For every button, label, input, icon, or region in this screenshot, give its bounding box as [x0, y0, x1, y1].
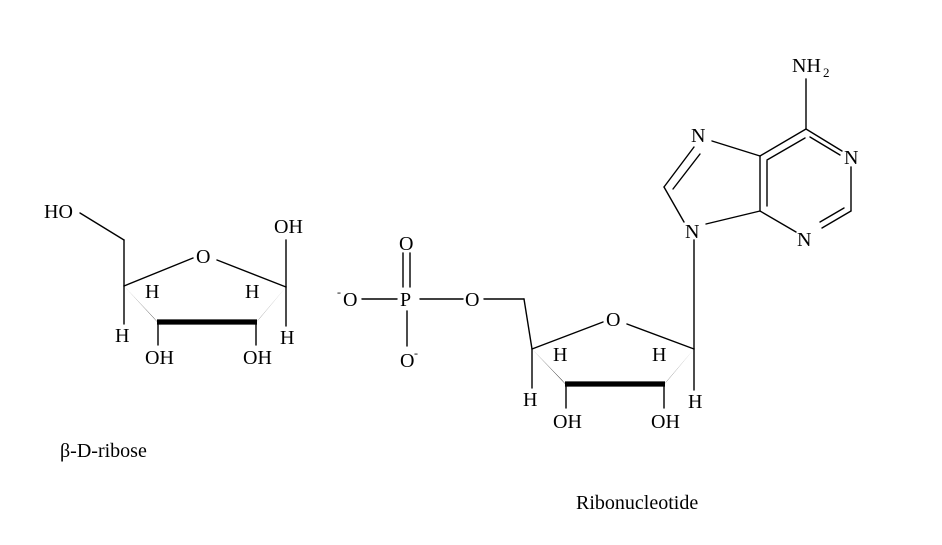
- sugar-oh-c3-label: OH: [553, 411, 582, 433]
- base-bond-c5-n7: [711, 140, 761, 157]
- phosphate-o-left-charge: -: [337, 285, 341, 299]
- base-n7-label: N: [691, 125, 705, 147]
- nucleotide-caption: Ribonucleotide: [576, 492, 698, 514]
- sugar-ring-o-label: O: [606, 309, 620, 331]
- phosphate-o-top-label: O: [399, 233, 413, 255]
- ribose-wedge-c4-c3: [124, 286, 161, 326]
- ribose-oh-c2-label: OH: [243, 347, 272, 369]
- ribose-h-c1-down-label: H: [280, 327, 294, 349]
- sugar-h-c4-down-label: H: [523, 389, 537, 411]
- sugar-wedge-c4-c3: [532, 349, 569, 388]
- base-bond-n9-c4: [705, 210, 761, 225]
- nucleotide-sugar: O H H H H OH OH: [523, 239, 702, 433]
- base-n1-label: N: [844, 147, 858, 169]
- phosphate-o-bottom-charge: -: [414, 346, 418, 360]
- base-n3-label: N: [797, 229, 811, 251]
- ribose-oh-c1-label: OH: [274, 216, 303, 238]
- ribose-bond-c4-o: [123, 257, 194, 287]
- sugar-h-c1-down-label: H: [688, 391, 702, 413]
- sugar-bond-ch2-c4: [523, 298, 533, 350]
- base-bond-c2-n3: [821, 210, 852, 229]
- base-bond-c6-n1: [805, 128, 843, 152]
- phosphate-o-bottom-label: O: [400, 350, 414, 372]
- base-bond-n3-c4: [759, 210, 797, 233]
- phosphate-o-left-label: O: [343, 289, 357, 311]
- ribose-h-c4-down-label: H: [115, 325, 129, 347]
- base-bond-c8-n9: [663, 186, 685, 223]
- ribose-structure: HO OH O H H H H OH OH β-D-ribose: [44, 201, 303, 462]
- ribose-ring-o-label: O: [196, 246, 210, 268]
- sugar-h-c4-up-label: H: [553, 344, 567, 366]
- base-bond-c5-c6: [759, 128, 807, 157]
- base-nh2-subscript: 2: [823, 65, 830, 80]
- phosphate-p-label: P: [400, 289, 411, 311]
- ribose-caption: β-D-ribose: [60, 440, 147, 462]
- base-bond-c2-n3-inner: [819, 207, 845, 223]
- sugar-bond-o-c1: [626, 323, 695, 350]
- base-nh2-label: NH: [792, 55, 821, 77]
- sugar-h-c1-up-label: H: [652, 344, 666, 366]
- base-n9-label: N: [685, 221, 699, 243]
- ribose-oh-c3-label: OH: [145, 347, 174, 369]
- ribose-ho-label: HO: [44, 201, 73, 223]
- sugar-bond-c4-o: [531, 321, 604, 350]
- base-bond-c6-n1-inner: [809, 136, 841, 156]
- ribose-bond-ho-ch2: [79, 212, 125, 241]
- ribose-h-c1-up-label: H: [245, 281, 259, 303]
- sugar-wedge-c2-c1: [661, 349, 694, 388]
- phosphate-group: O - O P O - O: [337, 233, 525, 372]
- phosphate-o-ester-label: O: [465, 289, 479, 311]
- ribose-wedge-c2-c1: [253, 287, 286, 326]
- ribose-h-c4-up-label: H: [145, 281, 159, 303]
- ribose-bond-o-c1: [216, 259, 287, 288]
- base-bond-n7-c8-inner: [672, 153, 701, 190]
- adenine-base: NH 2 N N N N: [663, 55, 858, 251]
- base-bond-c5-c6-inner: [766, 137, 806, 161]
- sugar-oh-c2-label: OH: [651, 411, 680, 433]
- base-bond-n7-c8: [663, 146, 695, 188]
